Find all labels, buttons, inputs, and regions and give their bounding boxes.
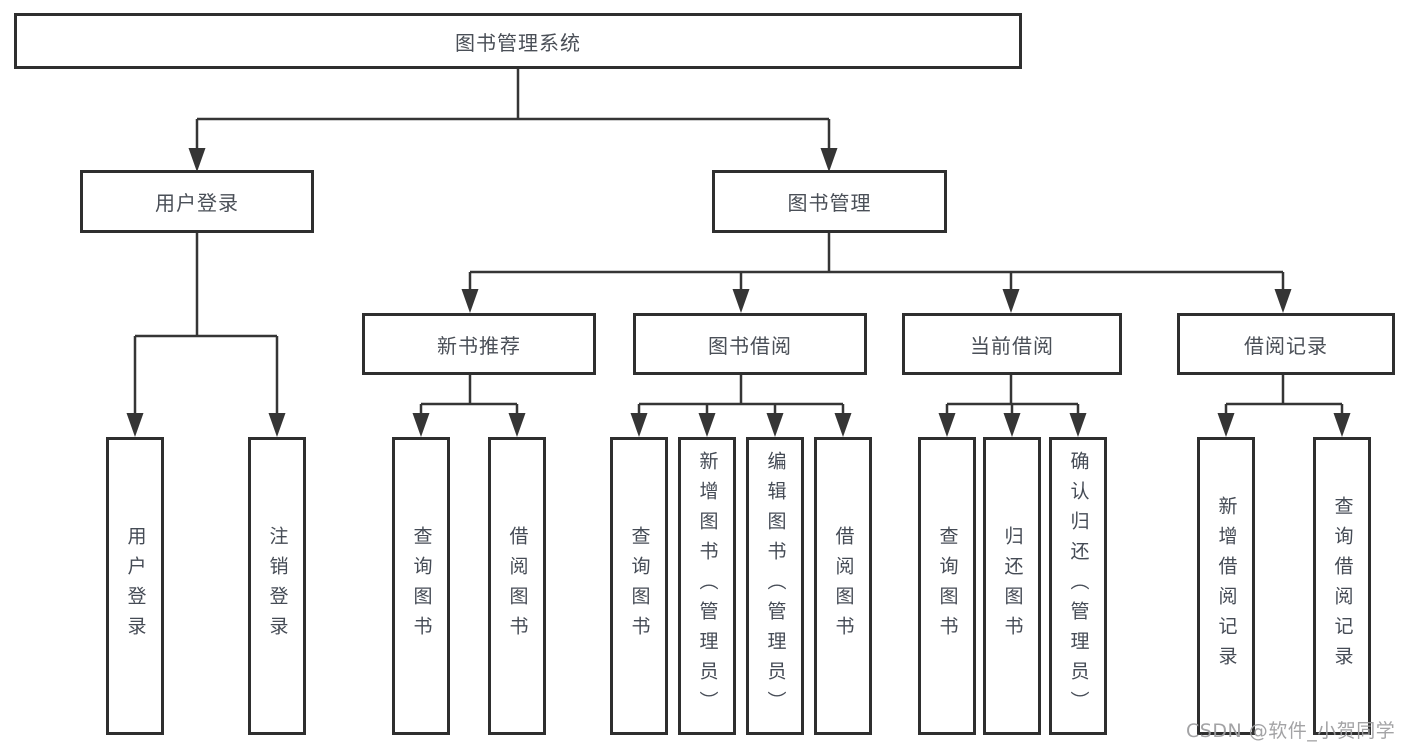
node-new-book-recommend: 新书推荐 — [362, 313, 596, 375]
leaf-add-book-admin: 新增图书（管理员） — [678, 437, 736, 735]
node-library-management-system: 图书管理系统 — [14, 13, 1022, 69]
leaf-query-books-borrow: 查询图书 — [610, 437, 668, 735]
leaf-query-borrow-record: 查询借阅记录 — [1313, 437, 1371, 735]
leaf-query-books-recommend: 查询图书 — [392, 437, 450, 735]
leaf-add-borrow-record: 新增借阅记录 — [1197, 437, 1255, 735]
node-book-borrow: 图书借阅 — [633, 313, 867, 375]
leaf-edit-book-admin: 编辑图书（管理员） — [746, 437, 804, 735]
leaf-user-login: 用户登录 — [106, 437, 164, 735]
leaf-borrow-books: 借阅图书 — [814, 437, 872, 735]
leaf-confirm-return-admin: 确认归还（管理员） — [1049, 437, 1107, 735]
leaf-query-books-current: 查询图书 — [918, 437, 976, 735]
leaf-return-books: 归还图书 — [983, 437, 1041, 735]
node-borrow-record: 借阅记录 — [1177, 313, 1395, 375]
watermark: CSDN @软件_小贺同学 — [1186, 720, 1396, 742]
node-current-borrow: 当前借阅 — [902, 313, 1122, 375]
leaf-logout: 注销登录 — [248, 437, 306, 735]
leaf-borrow-books-recommend: 借阅图书 — [488, 437, 546, 735]
node-book-management: 图书管理 — [712, 170, 947, 233]
node-user-login: 用户登录 — [80, 170, 314, 233]
